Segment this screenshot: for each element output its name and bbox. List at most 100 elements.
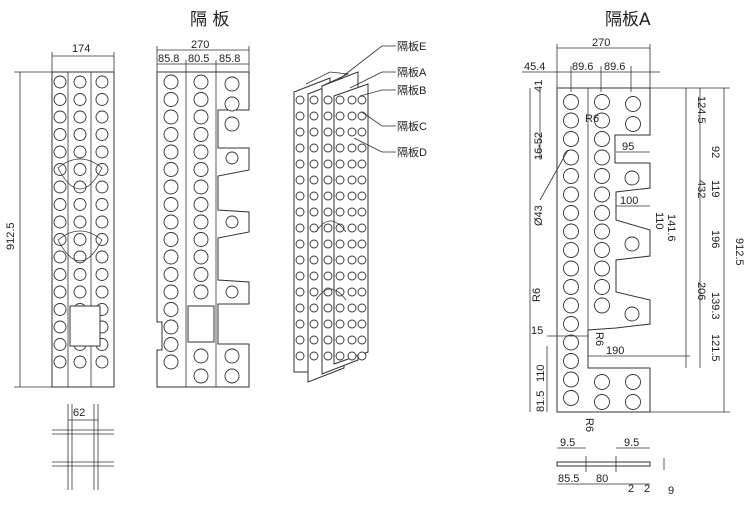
- hole: [347, 239, 357, 249]
- hole: [193, 127, 209, 142]
- hole: [225, 285, 239, 299]
- hole: [594, 112, 610, 129]
- dim-inner: 141.6: [665, 214, 677, 242]
- hole: [193, 232, 209, 247]
- hole: [357, 319, 367, 329]
- hole: [193, 162, 209, 177]
- dim-inner: 190: [606, 345, 624, 357]
- hole: [563, 260, 579, 277]
- hole: [309, 335, 319, 345]
- hole: [357, 223, 367, 233]
- hole: [193, 214, 209, 230]
- hole: [323, 191, 333, 201]
- hole: [193, 92, 209, 107]
- dim-inner: 100: [620, 195, 638, 207]
- hole: [163, 232, 179, 247]
- hole: [563, 371, 579, 388]
- hole: [309, 207, 319, 217]
- dim-segment: 45.4: [524, 61, 545, 73]
- hole: [193, 284, 209, 300]
- hole: [73, 180, 87, 194]
- hole: [625, 394, 641, 410]
- hole: [225, 215, 239, 229]
- label-radius: R6: [583, 418, 595, 432]
- hole: [309, 95, 319, 105]
- hole: [193, 144, 209, 160]
- hole: [563, 186, 579, 203]
- front-view-arc: [57, 158, 103, 190]
- hole: [95, 128, 109, 141]
- hole: [347, 223, 357, 233]
- hole: [53, 338, 67, 351]
- hole: [594, 223, 610, 240]
- hole: [163, 354, 179, 370]
- hole: [335, 287, 345, 297]
- dim-inner: 110: [535, 364, 547, 382]
- hole: [73, 93, 87, 106]
- hole: [53, 355, 67, 369]
- hole: [335, 127, 345, 137]
- hole: [335, 271, 345, 281]
- hole: [347, 271, 357, 281]
- hole: [163, 267, 179, 282]
- hole: [309, 143, 319, 153]
- dim-overall-height: 912.5: [733, 238, 745, 266]
- bottom-detail: 9.5 9.5 85.5 80 2 2 9: [556, 437, 674, 497]
- front-view-arc: [57, 230, 103, 262]
- hole: [357, 111, 367, 121]
- hole: [73, 163, 87, 176]
- hole: [347, 303, 357, 313]
- hole: [53, 163, 67, 176]
- hole: [594, 279, 610, 295]
- hole: [347, 111, 357, 121]
- hole: [357, 191, 367, 201]
- hole: [53, 180, 67, 194]
- hole: [163, 92, 179, 107]
- hole: [563, 297, 579, 314]
- dim-right: 119: [709, 180, 721, 198]
- hole: [347, 127, 357, 137]
- detail-label: 2: [644, 483, 650, 495]
- hole: [357, 335, 367, 345]
- hole: [309, 239, 319, 249]
- hole: [347, 287, 357, 297]
- hole: [53, 320, 67, 334]
- dim-plate-width: 270: [592, 37, 610, 49]
- hole: [53, 110, 67, 124]
- dim-overall: 270: [191, 39, 209, 51]
- hole: [309, 287, 319, 297]
- leader-line: [349, 71, 383, 89]
- hole: [193, 368, 209, 384]
- hole: [193, 249, 209, 265]
- hole: [295, 191, 305, 201]
- dim-right: 196: [709, 230, 721, 248]
- hole: [563, 131, 579, 147]
- dim-segment: 85.8: [158, 53, 179, 65]
- plate-a-holes: [563, 94, 641, 410]
- hole: [73, 128, 87, 141]
- hole: [309, 223, 319, 233]
- hole: [163, 214, 179, 230]
- hole: [309, 159, 319, 169]
- hole: [357, 159, 367, 169]
- detail-label: 85.5: [558, 473, 579, 485]
- hole: [347, 207, 357, 217]
- hole: [193, 74, 209, 90]
- dim-inner: 81.5: [535, 391, 547, 412]
- hole: [193, 179, 209, 195]
- side-view: 270 85.8 80.5 85.8: [156, 39, 250, 388]
- hole: [625, 374, 641, 390]
- hole: [323, 319, 333, 329]
- hole: [357, 207, 367, 217]
- hole: [357, 239, 367, 249]
- hole: [335, 143, 345, 153]
- hole: [357, 303, 367, 313]
- hole: [163, 302, 179, 317]
- hole: [163, 179, 179, 195]
- hole: [335, 335, 345, 345]
- hole: [295, 335, 305, 345]
- dim-segment: 89.6: [604, 61, 625, 73]
- hole: [309, 255, 319, 265]
- hole: [594, 168, 610, 184]
